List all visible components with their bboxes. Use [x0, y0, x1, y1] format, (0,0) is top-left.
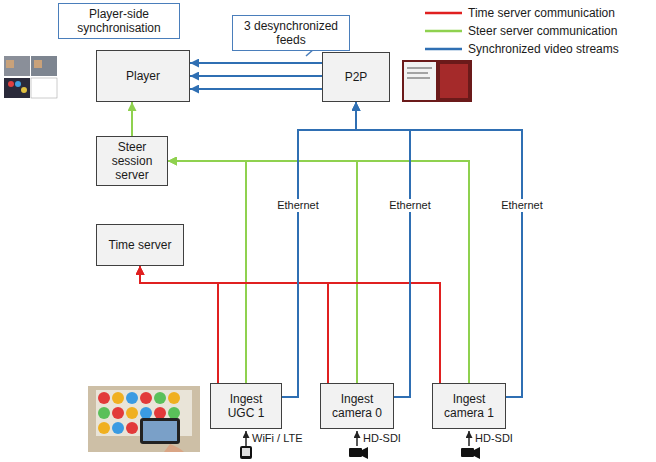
legend-text: Synchronized video streams	[468, 42, 619, 56]
connection-label: HD-SDI	[473, 432, 515, 445]
connector-line	[356, 102, 522, 397]
connection-label: HD-SDI	[361, 432, 403, 445]
input-arrow	[245, 431, 247, 446]
connector-line	[140, 266, 440, 383]
legend-line	[425, 48, 462, 51]
camera-icon	[349, 447, 368, 459]
camera-icon	[461, 447, 480, 459]
connector-line	[190, 88, 322, 90]
legend-item: Time server communication	[468, 6, 615, 20]
connector-line	[190, 75, 322, 77]
p2p-screenshot	[402, 60, 472, 102]
node-text: Steer session server	[101, 140, 163, 182]
connector-line	[168, 161, 469, 383]
legend-item: Steer server communication	[468, 24, 617, 38]
node-text: Time server	[109, 238, 172, 252]
ugc-photo	[88, 386, 200, 452]
legend-line	[425, 30, 462, 33]
connector-line	[356, 102, 410, 397]
connector-line	[190, 62, 322, 64]
connection-label: Ethernet	[275, 199, 321, 212]
process-box: Ingest UGC 1	[210, 383, 282, 429]
node-text: Ingest camera 0	[325, 392, 389, 420]
node-text: Player-side synchronisation	[63, 7, 175, 35]
legend-text: Time server communication	[468, 6, 615, 20]
node-text: Ingest camera 1	[437, 392, 501, 420]
node-text: P2P	[345, 70, 368, 84]
connector-line	[131, 102, 133, 136]
process-box: Ingest camera 0	[320, 383, 394, 429]
legend-item: Synchronized video streams	[468, 42, 619, 56]
process-box: P2P	[322, 52, 390, 102]
process-box: Ingest camera 1	[432, 383, 506, 429]
node-text: 3 desynchronized feeds	[237, 19, 345, 47]
node-text: Ingest UGC 1	[215, 392, 277, 420]
connection-label: WiFi / LTE	[250, 432, 305, 445]
input-arrow	[356, 431, 358, 446]
legend-line	[425, 12, 462, 15]
process-box: Player	[96, 50, 190, 102]
legend-text: Steer server communication	[468, 24, 617, 38]
node-text: Player	[126, 69, 160, 83]
connector-line	[168, 161, 246, 383]
process-box: Steer session server	[96, 136, 168, 186]
callout-box: 3 desynchronized feeds	[232, 15, 350, 51]
player-screenshot	[4, 56, 57, 98]
process-box: Time server	[96, 224, 184, 266]
connection-label: Ethernet	[387, 199, 433, 212]
phone-icon	[240, 446, 252, 459]
input-arrow	[468, 431, 470, 446]
callout-box: Player-side synchronisation	[58, 3, 180, 39]
connection-label: Ethernet	[499, 199, 545, 212]
connector-line	[282, 102, 356, 397]
